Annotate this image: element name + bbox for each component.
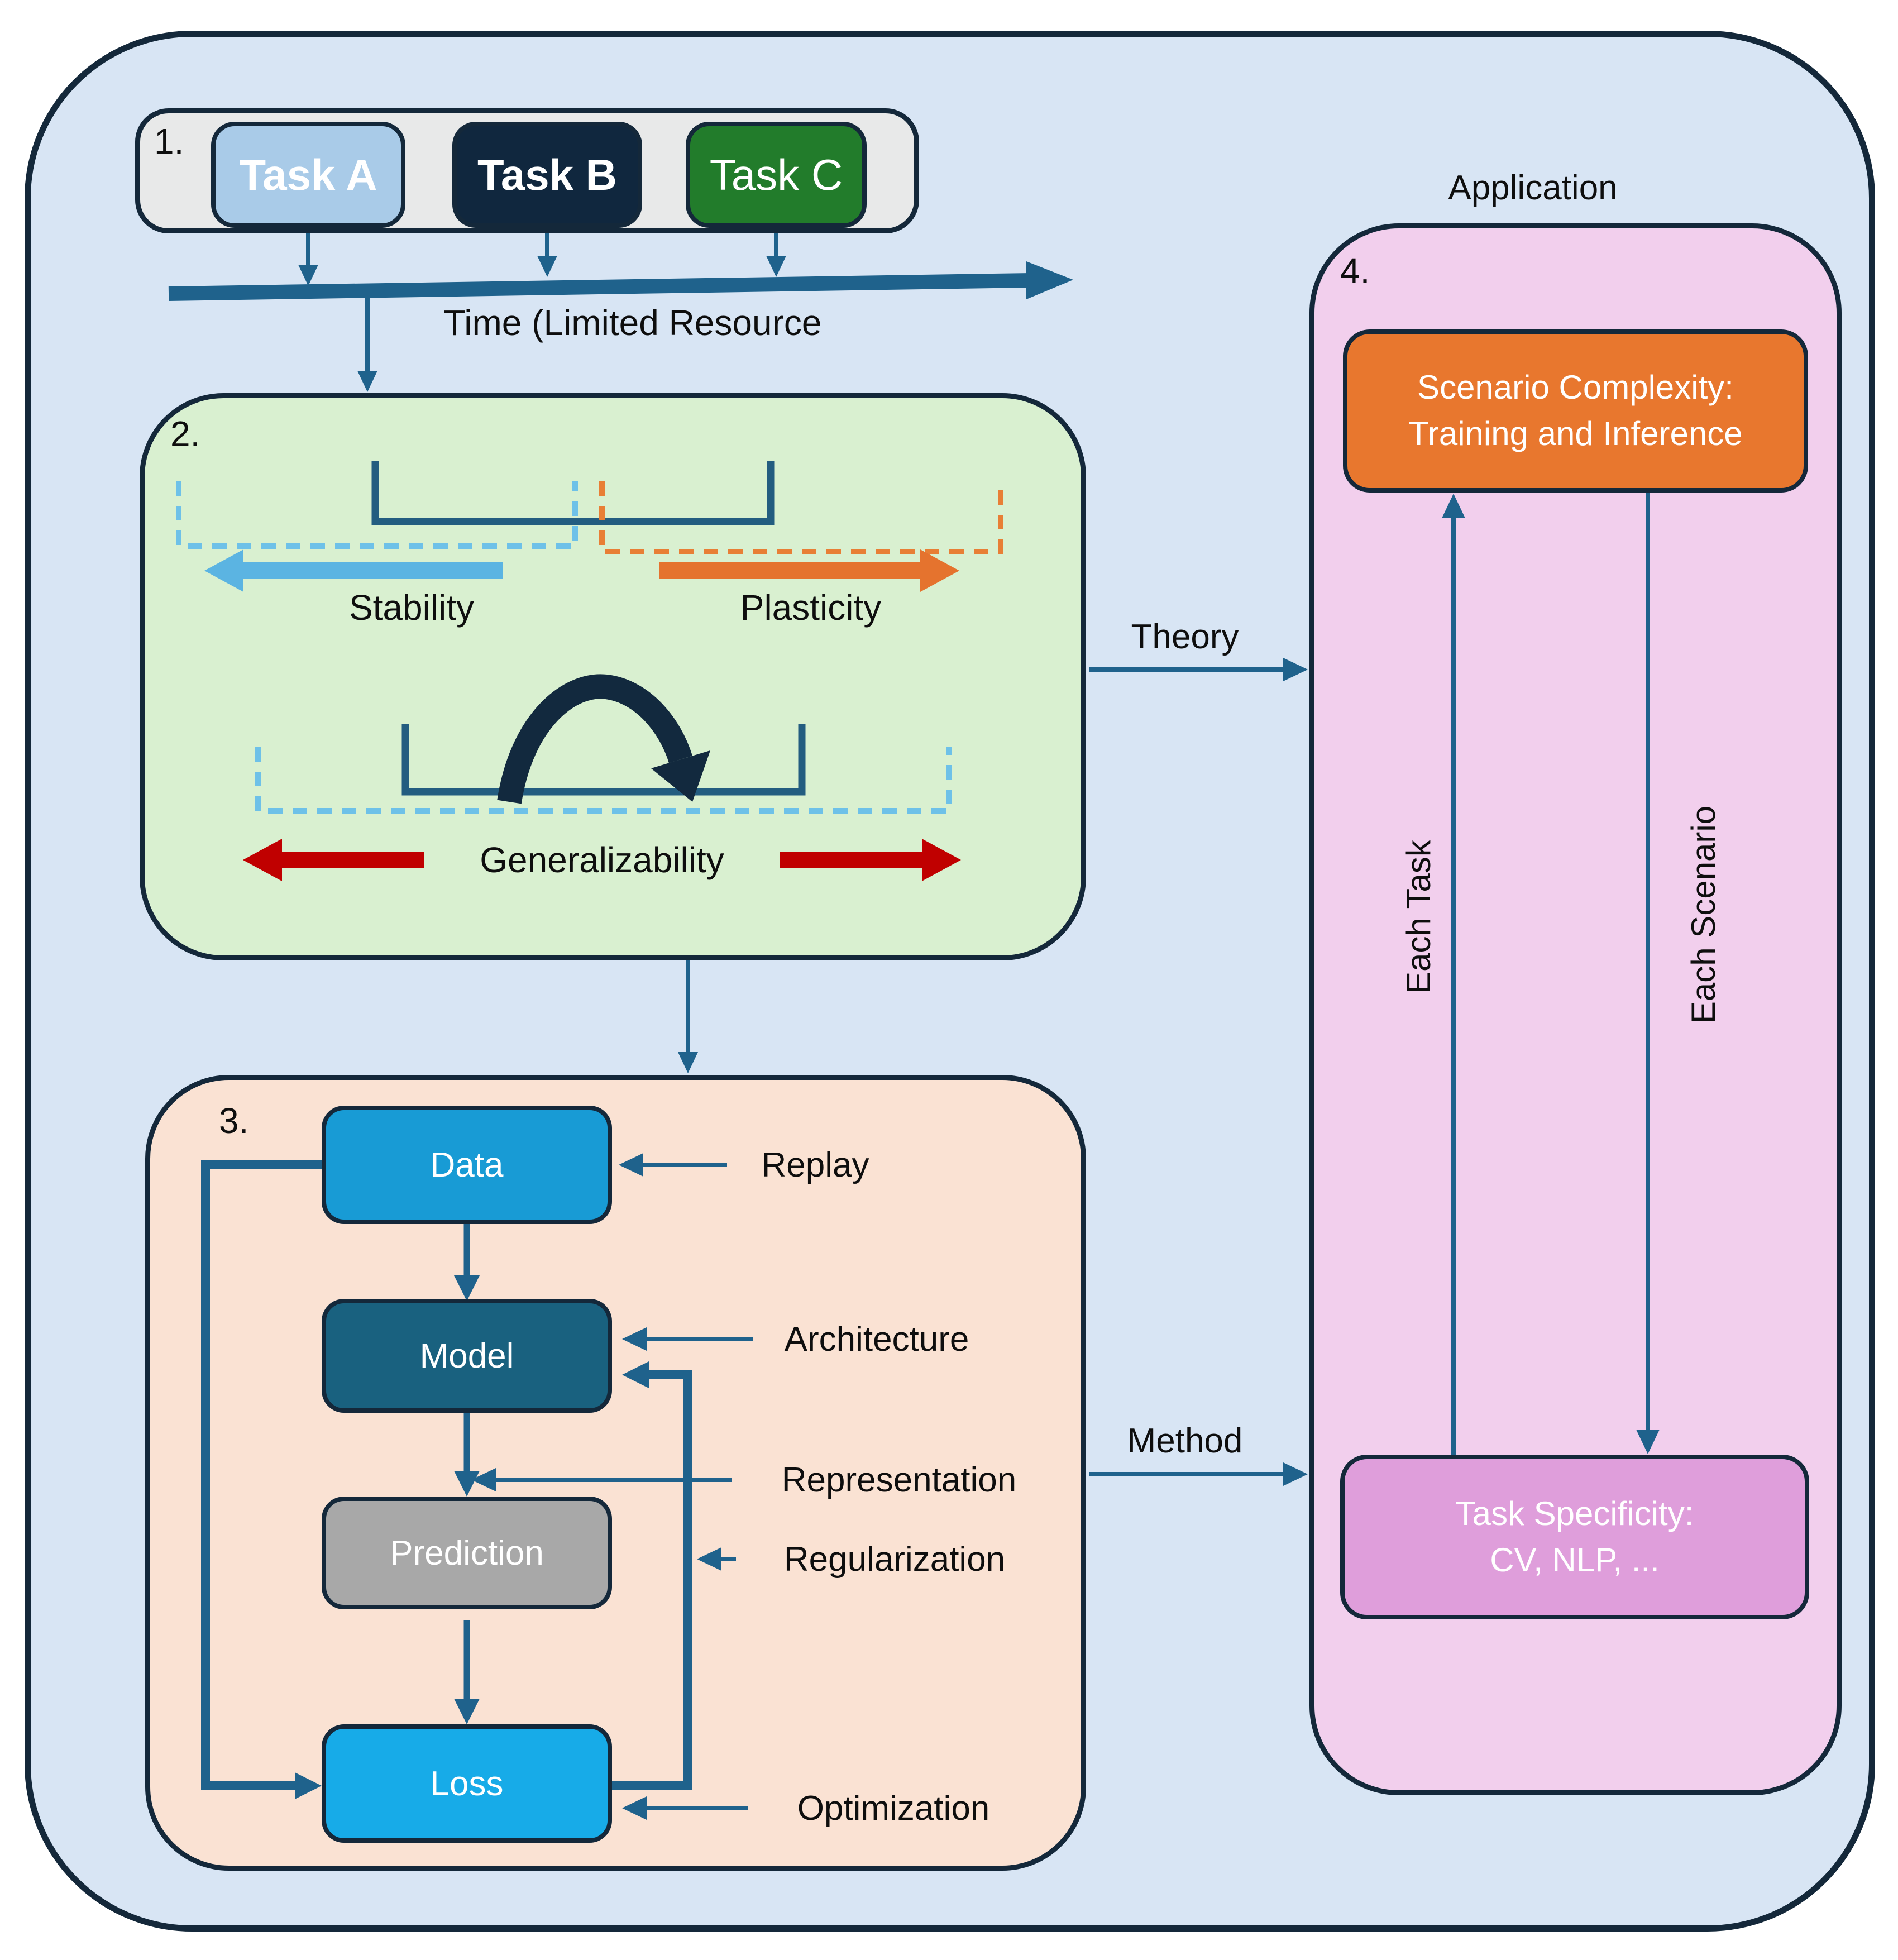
transfer-arc-arrowhead [651,750,710,802]
theory-arrowhead [1283,658,1308,681]
scenario-complexity-line2: Training and Inference [1408,415,1743,452]
task-b-drop-arrowhead [537,256,557,277]
task-specificity-line1: Task Specificity: [1455,1494,1694,1532]
loss-to-model-feedback-arrowhead [622,1361,649,1388]
task-a-box: Task A [211,122,405,228]
task-a-drop-arrowhead [298,265,318,286]
representation-label: Representation [781,1460,1017,1499]
architecture-arrowhead [622,1327,647,1351]
timeline-arrow-shaft [168,273,1031,301]
prediction-box: Prediction [322,1497,612,1609]
loss-to-model-feedback-line [612,1370,692,1790]
theory-to-method-arrowhead [678,1052,698,1073]
each-task-label: Each Task [1399,840,1437,994]
stability-arrowhead [204,549,243,592]
generalizability-left-arrowhead [243,839,282,881]
model-label: Model [419,1336,514,1375]
section-2-label: 2. [170,414,200,454]
each-task-arrowhead [1442,494,1465,518]
prediction-label: Prediction [390,1533,544,1572]
generalizability-label: Generalizability [480,840,724,880]
stability-dashed-bracket [176,481,578,549]
method-label: Method [1127,1421,1243,1460]
optimization-label: Optimization [797,1789,990,1828]
stability-label: Stability [348,587,475,628]
plasticity-dashed-bracket [599,481,1003,554]
model-box: Model [322,1299,612,1413]
data-label: Data [430,1145,504,1184]
theory-label: Theory [1131,617,1239,656]
replay-arrowhead [619,1153,643,1177]
generalizability-bracket [401,724,806,796]
each-scenario-label: Each Scenario [1684,805,1722,1024]
data-box: Data [322,1106,612,1224]
task-c-label: Task C [709,150,843,199]
data-to-loss-feedback-arrowhead [295,1772,322,1799]
model-to-prediction-arrowhead [454,1471,480,1497]
task-b-label: Task B [477,150,617,199]
data-to-loss-feedback-line [201,1160,322,1790]
timeline-to-theory-arrowhead [357,371,377,392]
task-span-bracket [371,461,775,525]
transfer-arc-arrow [497,674,693,804]
task-c-box: Task C [686,122,867,228]
task-a-label: Task A [239,150,377,199]
generalizability-dashed-bracket [255,747,952,814]
replay-label: Replay [761,1145,869,1184]
section-4-label: 4. [1340,251,1370,291]
generalizability-right-arrowhead [922,839,961,881]
optimization-arrowhead [622,1796,647,1820]
application-title: Application [1448,168,1618,207]
task-c-drop-arrowhead [766,256,786,277]
plasticity-arrowhead [920,549,959,592]
regularization-arrowhead [697,1547,721,1571]
method-arrowhead [1283,1462,1308,1486]
scenario-complexity-line1: Scenario Complexity: [1417,369,1734,407]
timeline-label: Time (Limited Resource [443,303,822,343]
regularization-label: Regularization [783,1540,1006,1579]
plasticity-label: Plasticity [740,587,882,628]
prediction-to-loss-arrowhead [454,1699,480,1724]
each-scenario-arrowhead [1636,1430,1660,1454]
task-b-box: Task B [452,122,642,228]
data-to-model-arrowhead [454,1275,480,1301]
loss-box: Loss [322,1724,612,1843]
section-1-label: 1. [154,121,184,161]
task-specificity-line2: CV, NLP, ... [1490,1541,1660,1579]
representation-arrowhead [471,1468,496,1491]
timeline-arrowhead [1026,261,1073,299]
method-section-box [145,1075,1086,1871]
architecture-label: Architecture [784,1320,969,1359]
loss-label: Loss [430,1764,504,1803]
scenario-complexity-box: Scenario Complexity: Training and Infere… [1343,329,1808,493]
task-specificity-box: Task Specificity: CV, NLP, ... [1340,1455,1809,1619]
section-3-label: 3. [219,1101,249,1141]
